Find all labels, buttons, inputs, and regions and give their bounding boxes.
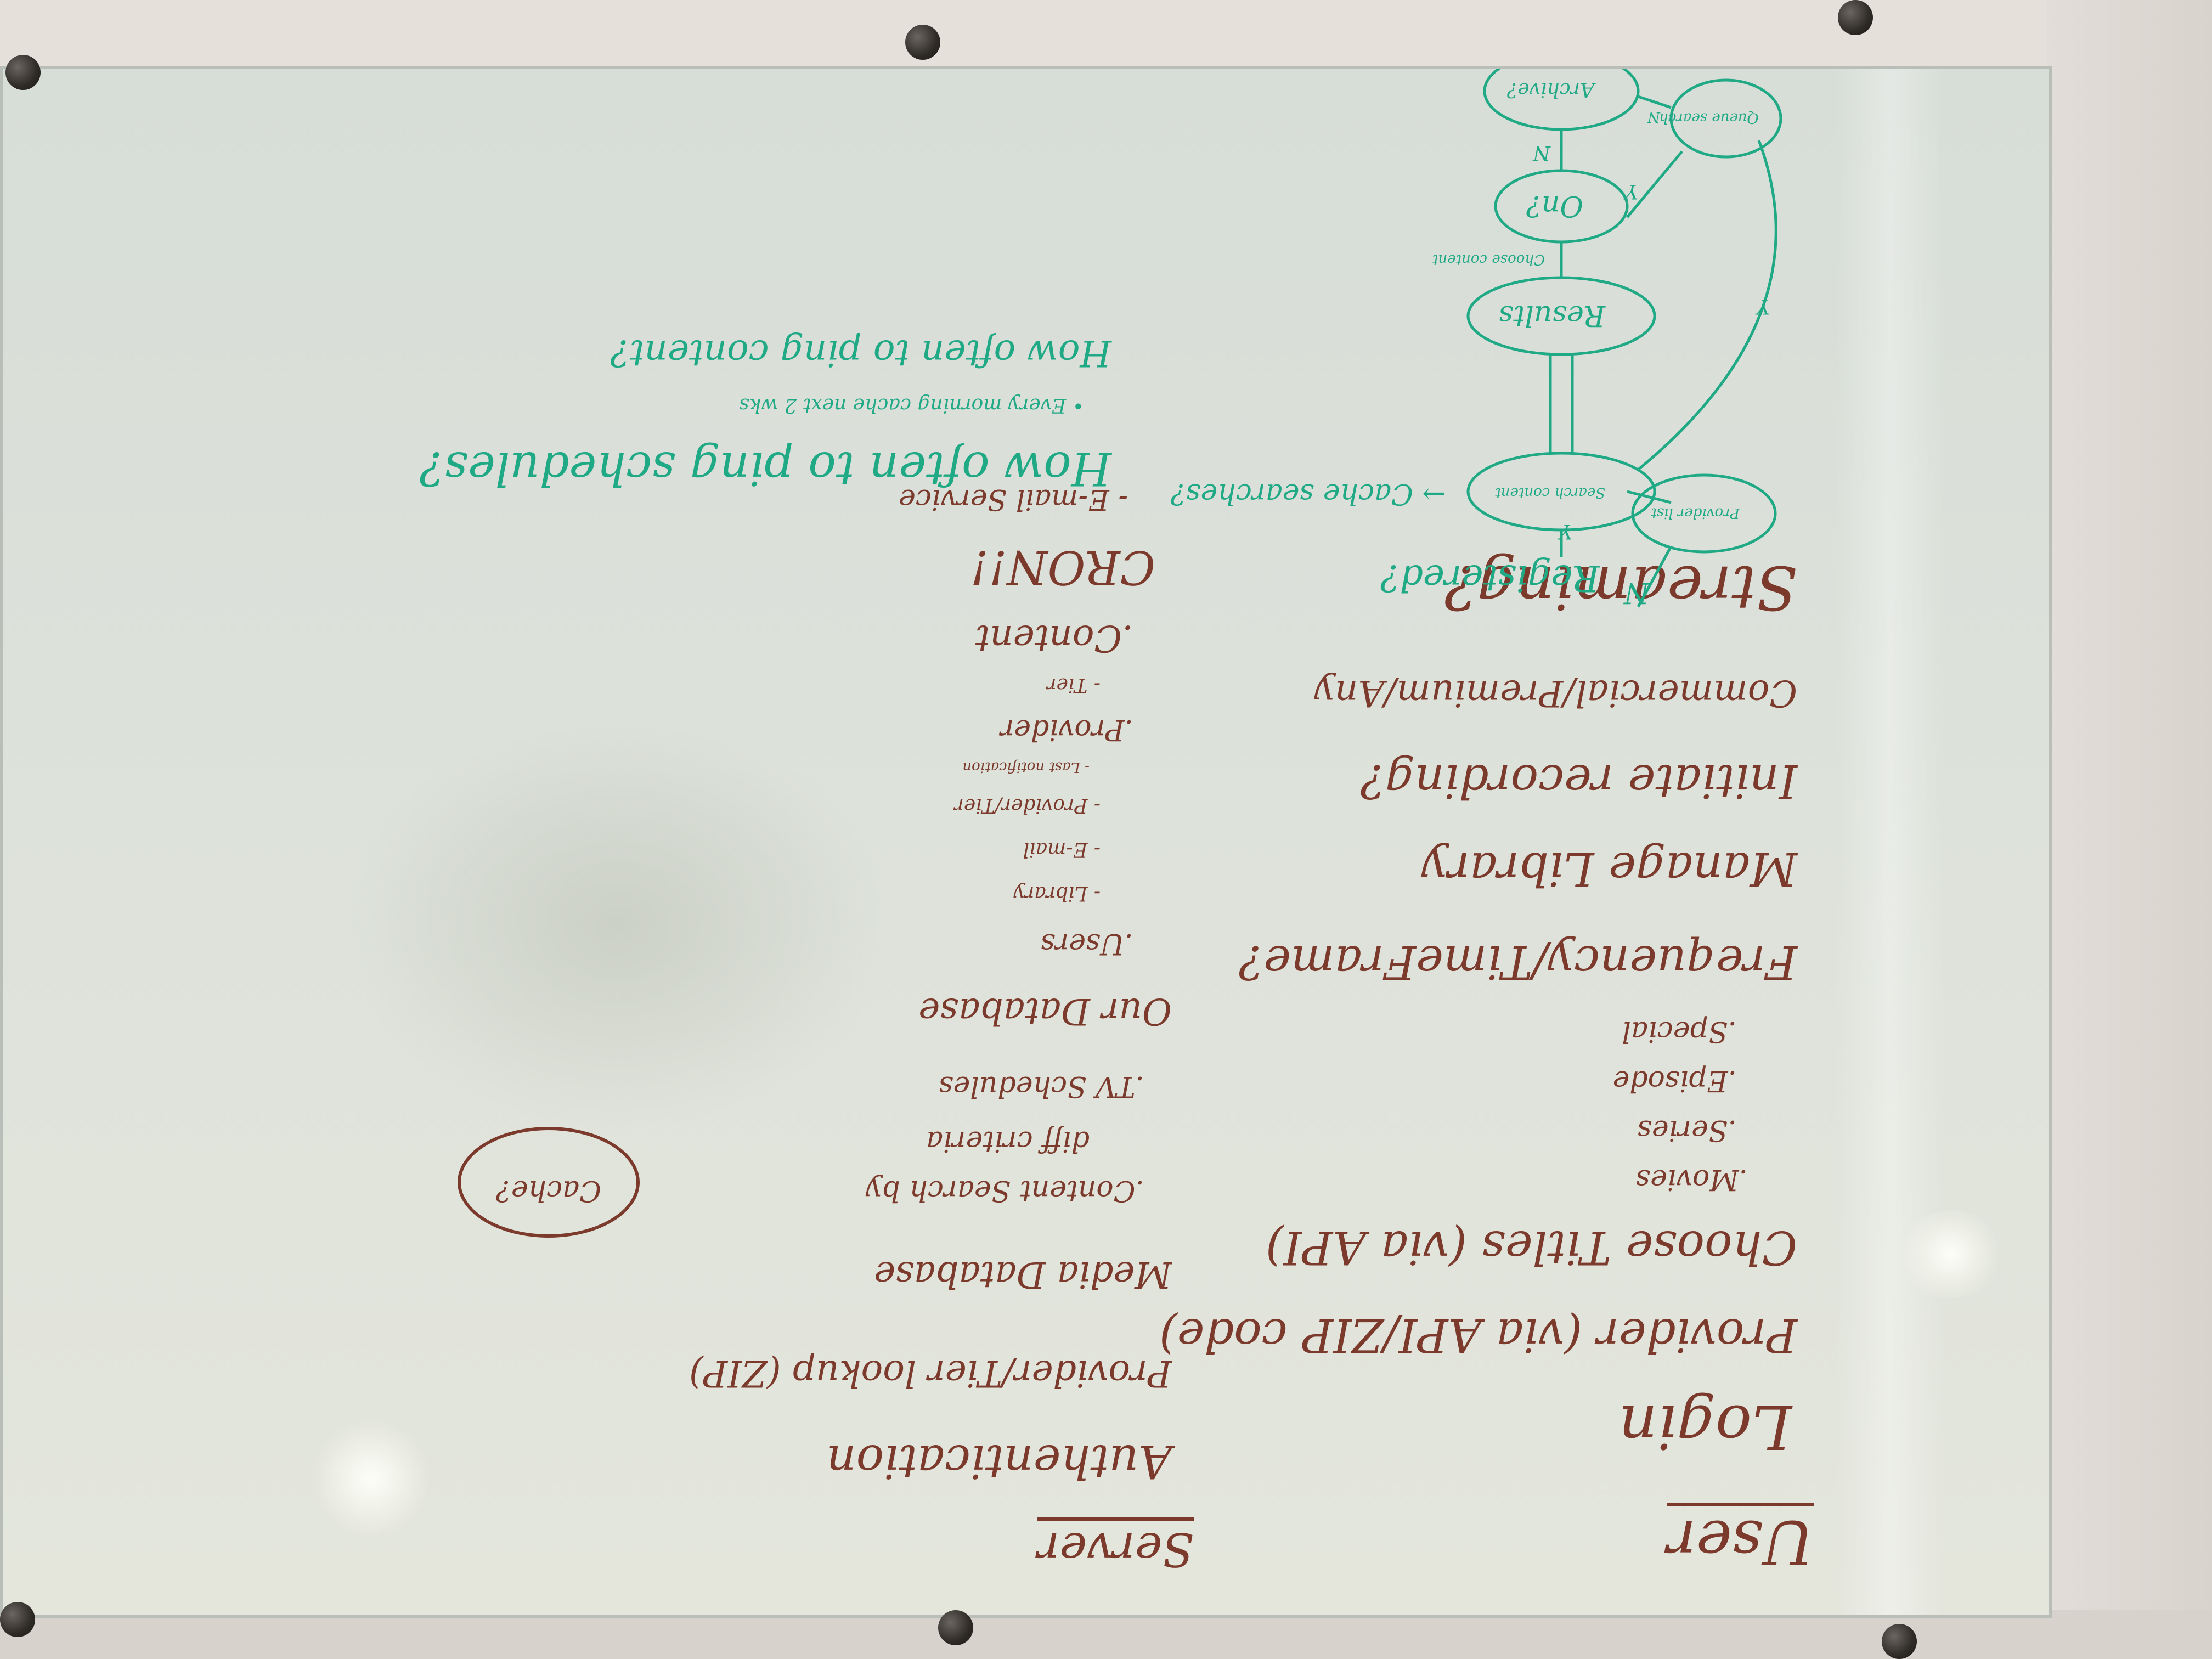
flow-lines [1466,69,1782,608]
mounting-screw [1838,0,1873,35]
light-glare [1896,1210,2006,1298]
edge-queue-archive [1638,95,1672,109]
light-glare [311,1419,431,1539]
flow-n-label: N [1533,142,1551,164]
whiteboard: User Login Provider (via API/ZIP code) C… [0,66,2052,1618]
archive-label: Archive? [1506,78,1594,101]
cache-searches-label: → Cache searches? [1170,477,1446,510]
wall-right [2047,0,2212,1659]
search-node-label: Search content [1495,484,1605,501]
mounting-screw [0,1602,35,1637]
registered-label: Registered? [1380,557,1600,599]
y-label: Y [1559,520,1572,543]
mounting-screw [1882,1624,1917,1659]
on-node-label: On? [1526,189,1583,222]
mounting-screw [938,1610,973,1645]
flow-y-label-2: Y [1757,295,1770,318]
smudge [343,716,892,1133]
mounting-screw [5,55,41,90]
flow-y-label: Y [1625,180,1638,202]
mounting-screw [905,25,940,60]
edge-n [1637,545,1673,608]
n-label: N [1624,576,1650,609]
flow-n-label-2: N [1647,109,1660,125]
window-reflection [1836,69,1945,1615]
provider-list-label: Provider list [1651,505,1740,521]
edge-on-queue [1626,150,1683,218]
edge-provider-search [1627,490,1672,504]
queue-search-node [1669,78,1782,159]
results-label: Results [1498,299,1605,332]
queue-search-label: Queue search [1659,110,1759,126]
provider-list-node [1631,473,1777,554]
choose-content-label: Choose content [1432,251,1545,268]
handwriting-layer: User Login Provider (via API/ZIP code) C… [3,69,2049,1615]
edge-queue-search [1637,140,1778,471]
